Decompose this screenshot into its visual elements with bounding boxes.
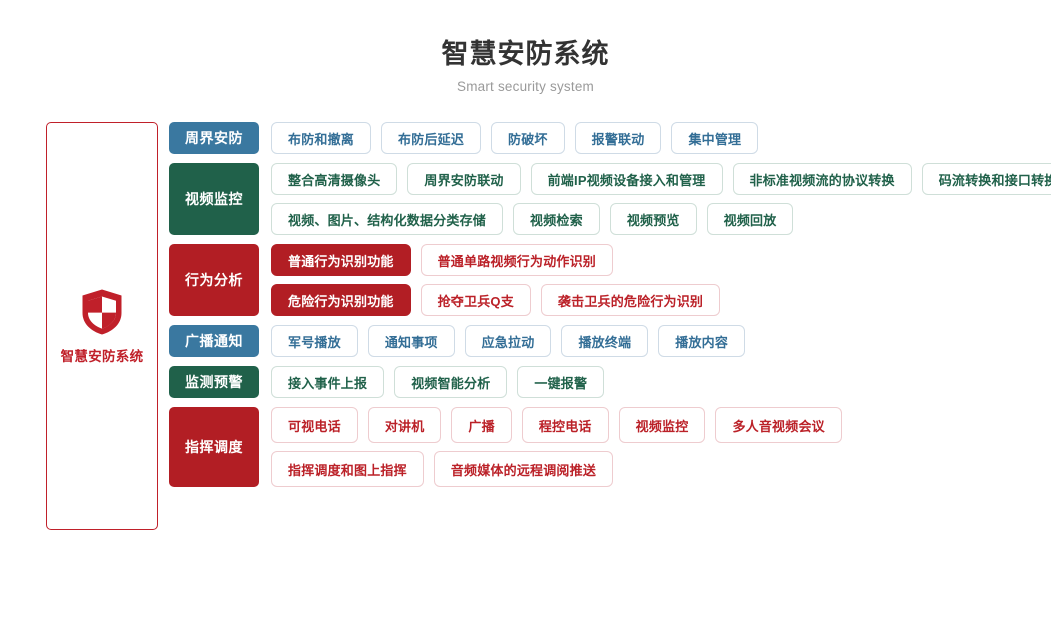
capability-chip[interactable]: 视频监控 xyxy=(618,407,706,443)
item-row: 视频、图片、结构化数据分类存储视频检索视频预览视频回放 xyxy=(271,203,1051,235)
item-row: 指挥调度和图上指挥音频媒体的远程调阅推送 xyxy=(271,451,842,487)
capability-group: 监测预警接入事件上报视频智能分析一键报警 xyxy=(169,366,1051,398)
capability-chip[interactable]: 普通单路视频行为动作识别 xyxy=(420,244,614,276)
capability-chip[interactable]: 防破坏 xyxy=(491,122,565,154)
item-row: 接入事件上报视频智能分析一键报警 xyxy=(271,366,605,398)
capability-chip[interactable]: 抢夺卫兵Q支 xyxy=(420,284,531,316)
group-item-rows: 可视电话对讲机广播程控电话视频监控多人音视频会议指挥调度和图上指挥音频媒体的远程… xyxy=(271,407,842,487)
group-item-rows: 普通行为识别功能普通单路视频行为动作识别危险行为识别功能抢夺卫兵Q支袭击卫兵的危… xyxy=(271,244,721,316)
capability-chip[interactable]: 整合高清摄像头 xyxy=(271,163,398,195)
capability-chip[interactable]: 音频媒体的远程调阅推送 xyxy=(433,451,614,487)
capability-chip[interactable]: 程控电话 xyxy=(521,407,609,443)
capability-chip[interactable]: 集中管理 xyxy=(671,122,759,154)
item-row: 可视电话对讲机广播程控电话视频监控多人音视频会议 xyxy=(271,407,842,443)
capability-chip[interactable]: 播放终端 xyxy=(561,325,649,357)
capability-chip[interactable]: 应急拉动 xyxy=(464,325,552,357)
group-label-0[interactable]: 周界安防 xyxy=(169,122,259,154)
capability-chip[interactable]: 广播 xyxy=(451,407,512,443)
brand-label: 智慧安防系统 xyxy=(60,348,144,364)
capability-group: 视频监控整合高清摄像头周界安防联动前端IP视频设备接入和管理非标准视频流的协议转… xyxy=(169,163,1051,235)
capability-chip[interactable]: 前端IP视频设备接入和管理 xyxy=(530,163,723,195)
capability-chip[interactable]: 播放内容 xyxy=(658,325,746,357)
capability-chip[interactable]: 非标准视频流的协议转换 xyxy=(732,163,912,195)
capability-chip[interactable]: 视频预览 xyxy=(609,203,697,235)
item-row: 整合高清摄像头周界安防联动前端IP视频设备接入和管理非标准视频流的协议转换码流转… xyxy=(271,163,1051,195)
capability-chip[interactable]: 可视电话 xyxy=(271,407,358,443)
capability-chip[interactable]: 视频检索 xyxy=(513,203,600,235)
page-title: 智慧安防系统 xyxy=(441,39,610,69)
capability-chip[interactable]: 指挥调度和图上指挥 xyxy=(271,451,424,487)
capability-chip[interactable]: 危险行为识别功能 xyxy=(271,284,411,316)
item-row: 布防和撤离布防后延迟防破坏报警联动集中管理 xyxy=(271,122,759,154)
capability-group: 周界安防布防和撤离布防后延迟防破坏报警联动集中管理 xyxy=(169,122,1051,154)
capability-chip[interactable]: 布防和撤离 xyxy=(271,122,372,154)
capability-chip[interactable]: 一键报警 xyxy=(517,366,605,398)
capability-chip[interactable]: 普通行为识别功能 xyxy=(271,244,411,276)
page-header: 智慧安防系统 Smart security system xyxy=(0,0,1051,94)
capability-group: 行为分析普通行为识别功能普通单路视频行为动作识别危险行为识别功能抢夺卫兵Q支袭击… xyxy=(169,244,1051,316)
capability-chip[interactable]: 视频、图片、结构化数据分类存储 xyxy=(271,203,504,235)
capability-chip[interactable]: 周界安防联动 xyxy=(407,163,521,195)
group-label-3[interactable]: 广播通知 xyxy=(169,325,259,357)
item-row: 普通行为识别功能普通单路视频行为动作识别 xyxy=(271,244,720,276)
group-item-rows: 接入事件上报视频智能分析一键报警 xyxy=(271,366,605,398)
capability-chip[interactable]: 通知事项 xyxy=(367,325,455,357)
group-item-rows: 整合高清摄像头周界安防联动前端IP视频设备接入和管理非标准视频流的协议转换码流转… xyxy=(271,163,1051,235)
group-item-rows: 军号播放通知事项应急拉动播放终端播放内容 xyxy=(271,325,746,357)
page-subtitle: Smart security system xyxy=(457,78,594,94)
item-row: 危险行为识别功能抢夺卫兵Q支袭击卫兵的危险行为识别 xyxy=(271,284,721,316)
capability-chip[interactable]: 袭击卫兵的危险行为识别 xyxy=(540,284,721,316)
group-list: 周界安防布防和撤离布防后延迟防破坏报警联动集中管理视频监控整合高清摄像头周界安防… xyxy=(169,122,1051,496)
shield-icon xyxy=(80,288,124,336)
capability-chip[interactable]: 对讲机 xyxy=(367,407,442,443)
group-label-2[interactable]: 行为分析 xyxy=(169,244,259,316)
capability-chip[interactable]: 报警联动 xyxy=(574,122,662,154)
capability-chip[interactable]: 多人音视频会议 xyxy=(715,407,842,443)
capability-chip[interactable]: 布防后延迟 xyxy=(381,122,482,154)
capability-chip[interactable]: 视频回放 xyxy=(706,203,794,235)
brand-panel: 智慧安防系统 xyxy=(46,122,158,530)
group-label-5[interactable]: 指挥调度 xyxy=(169,407,259,487)
capability-chip[interactable]: 军号播放 xyxy=(271,325,358,357)
capability-diagram: 智慧安防系统 周界安防布防和撤离布防后延迟防破坏报警联动集中管理视频监控整合高清… xyxy=(0,122,1051,530)
capability-chip[interactable]: 接入事件上报 xyxy=(271,366,385,398)
capability-chip[interactable]: 码流转换和接口转换 xyxy=(921,163,1051,195)
capability-chip[interactable]: 视频智能分析 xyxy=(394,366,508,398)
capability-group: 指挥调度可视电话对讲机广播程控电话视频监控多人音视频会议指挥调度和图上指挥音频媒… xyxy=(169,407,1051,487)
group-label-4[interactable]: 监测预警 xyxy=(169,366,259,398)
item-row: 军号播放通知事项应急拉动播放终端播放内容 xyxy=(271,325,746,357)
capability-group: 广播通知军号播放通知事项应急拉动播放终端播放内容 xyxy=(169,325,1051,357)
group-item-rows: 布防和撤离布防后延迟防破坏报警联动集中管理 xyxy=(271,122,759,154)
group-label-1[interactable]: 视频监控 xyxy=(169,163,259,235)
